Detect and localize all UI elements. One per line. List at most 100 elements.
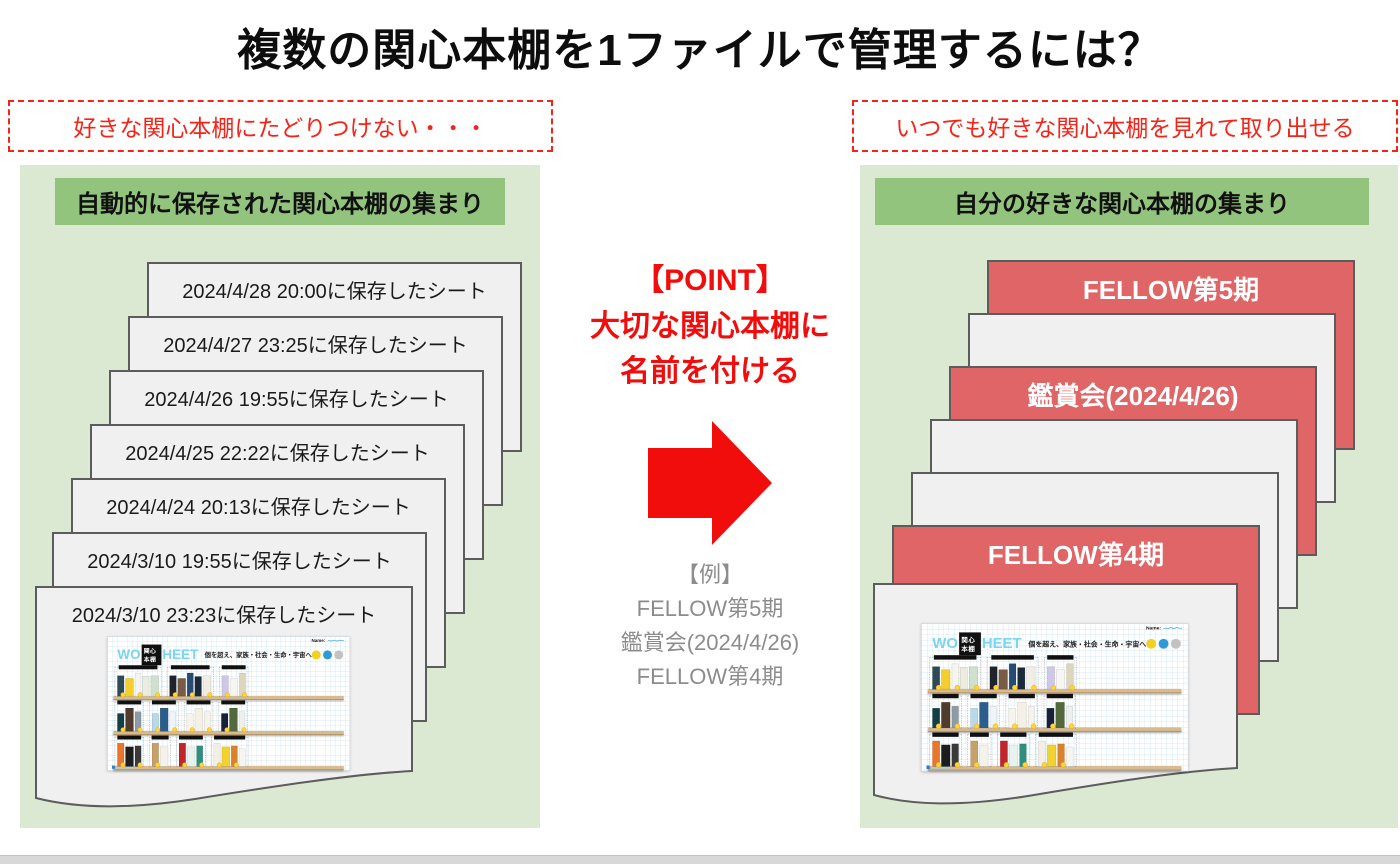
book-cover bbox=[194, 708, 203, 732]
book-cover bbox=[229, 708, 238, 732]
book-cover bbox=[152, 743, 161, 768]
book-group bbox=[149, 735, 171, 768]
book-cover bbox=[186, 713, 195, 733]
saved-sheet-label: 2024/4/27 23:25に保存したシート bbox=[163, 335, 468, 357]
bookshelf-row bbox=[926, 655, 1182, 695]
book-cover bbox=[134, 711, 143, 733]
book-cover bbox=[970, 708, 980, 729]
book-group bbox=[929, 732, 962, 768]
book-group bbox=[1043, 693, 1076, 729]
book-group bbox=[1044, 655, 1077, 691]
book-cover bbox=[238, 748, 246, 767]
saved-sheet-label: 2024/3/10 23:23に保存したシート bbox=[71, 605, 377, 627]
book-group bbox=[997, 732, 1030, 768]
point-line: 【POINT】 bbox=[634, 264, 786, 297]
worksheet-status-icons bbox=[311, 650, 344, 660]
named-sheet-label: 鑑賞会(2024/4/26) bbox=[1027, 381, 1239, 411]
book-cover bbox=[941, 702, 951, 728]
handwritten-name-scribble bbox=[327, 639, 345, 642]
status-circle-icon bbox=[1170, 638, 1181, 649]
problem-callout-text: 好きな関心本棚にたどりつけない・・・ bbox=[73, 115, 488, 141]
book-cover bbox=[1027, 706, 1037, 729]
name-label: Name: bbox=[311, 638, 326, 644]
book-cover bbox=[150, 675, 161, 698]
example-line: FELLOW第4期 bbox=[636, 664, 784, 690]
book-cover bbox=[187, 672, 195, 698]
book-cover bbox=[125, 746, 134, 767]
bookshelf-row bbox=[112, 735, 345, 771]
book-cover bbox=[1046, 708, 1056, 729]
name-label: Name: bbox=[1145, 625, 1162, 631]
status-circle-icon bbox=[1146, 638, 1157, 649]
book-cover bbox=[1026, 666, 1037, 691]
book-cover bbox=[941, 669, 951, 690]
book-cover bbox=[117, 743, 126, 768]
book-cover bbox=[1055, 702, 1065, 728]
problem-callout: 好きな関心本棚にたどりつけない・・・ bbox=[8, 100, 553, 152]
book-cover bbox=[179, 743, 188, 768]
book-cover bbox=[169, 711, 178, 733]
book-group bbox=[149, 700, 179, 733]
book-cover bbox=[941, 744, 951, 767]
book-cover bbox=[960, 667, 968, 690]
worksheet-tagline: 個を超え、家族・社会・生命・宇宙へ bbox=[204, 651, 312, 659]
book-cover bbox=[229, 678, 238, 697]
book-cover bbox=[969, 666, 980, 691]
worksheet-footer-logo bbox=[111, 765, 134, 769]
book-cover bbox=[125, 678, 134, 697]
book-group bbox=[183, 700, 214, 733]
logo-overlay-box: 関心本棚 bbox=[958, 632, 981, 656]
book-cover bbox=[1047, 744, 1057, 767]
book-cover bbox=[1066, 663, 1075, 691]
book-group bbox=[1035, 732, 1077, 768]
worksheet-name-field: Name: bbox=[1145, 625, 1183, 631]
auto-saved-panel-title: 自動的に保存された関心本棚の集まり bbox=[76, 191, 484, 218]
book-cover bbox=[238, 711, 247, 733]
handwritten-name-scribble bbox=[1163, 627, 1183, 630]
book-group bbox=[114, 665, 162, 698]
book-cover bbox=[117, 713, 126, 733]
bookshelf-row bbox=[112, 665, 345, 701]
book-cover bbox=[194, 676, 202, 697]
book-cover bbox=[239, 672, 247, 698]
book-cover bbox=[1017, 667, 1025, 690]
status-circle-icon bbox=[311, 650, 321, 660]
example-line: 【例】 bbox=[676, 562, 743, 587]
worksheet-tagline: 個を超え、家族・社会・生命・宇宙へ bbox=[1028, 639, 1147, 648]
book-cover bbox=[951, 743, 961, 768]
point-text: 【POINT】 大切な関心本棚に 名前を付ける bbox=[555, 258, 865, 395]
book-group bbox=[967, 732, 992, 768]
book-cover bbox=[998, 669, 1008, 690]
bookshelf-row bbox=[112, 700, 345, 736]
book-group bbox=[176, 735, 206, 768]
book-cover bbox=[979, 744, 989, 767]
saved-sheet-label: 2024/4/24 20:13に保存したシート bbox=[106, 497, 411, 519]
book-cover bbox=[1047, 666, 1057, 691]
book-cover bbox=[1000, 740, 1010, 768]
book-cover bbox=[204, 711, 212, 733]
book-cover bbox=[951, 663, 961, 691]
book-cover bbox=[221, 713, 230, 733]
book-cover bbox=[1019, 743, 1028, 768]
example-line: 鑑賞会(2024/4/26) bbox=[620, 630, 800, 656]
auto-saved-panel: 自動的に保存された関心本棚の集まり 2024/4/28 20:00に保存したシー… bbox=[20, 165, 540, 828]
worksheet-footer-logo bbox=[926, 765, 951, 770]
book-group bbox=[929, 693, 962, 729]
book-cover bbox=[221, 675, 230, 698]
book-cover bbox=[932, 666, 942, 691]
book-cover bbox=[989, 706, 999, 729]
favorites-panel-title: 自分の好きな関心本棚の集まり bbox=[954, 191, 1290, 218]
auto-saved-panel-header: 自動的に保存された関心本棚の集まり bbox=[55, 178, 505, 225]
status-circle-icon bbox=[323, 650, 332, 660]
book-cover bbox=[134, 745, 143, 768]
book-cover bbox=[213, 743, 222, 768]
worksheet-shelves bbox=[921, 655, 1187, 772]
